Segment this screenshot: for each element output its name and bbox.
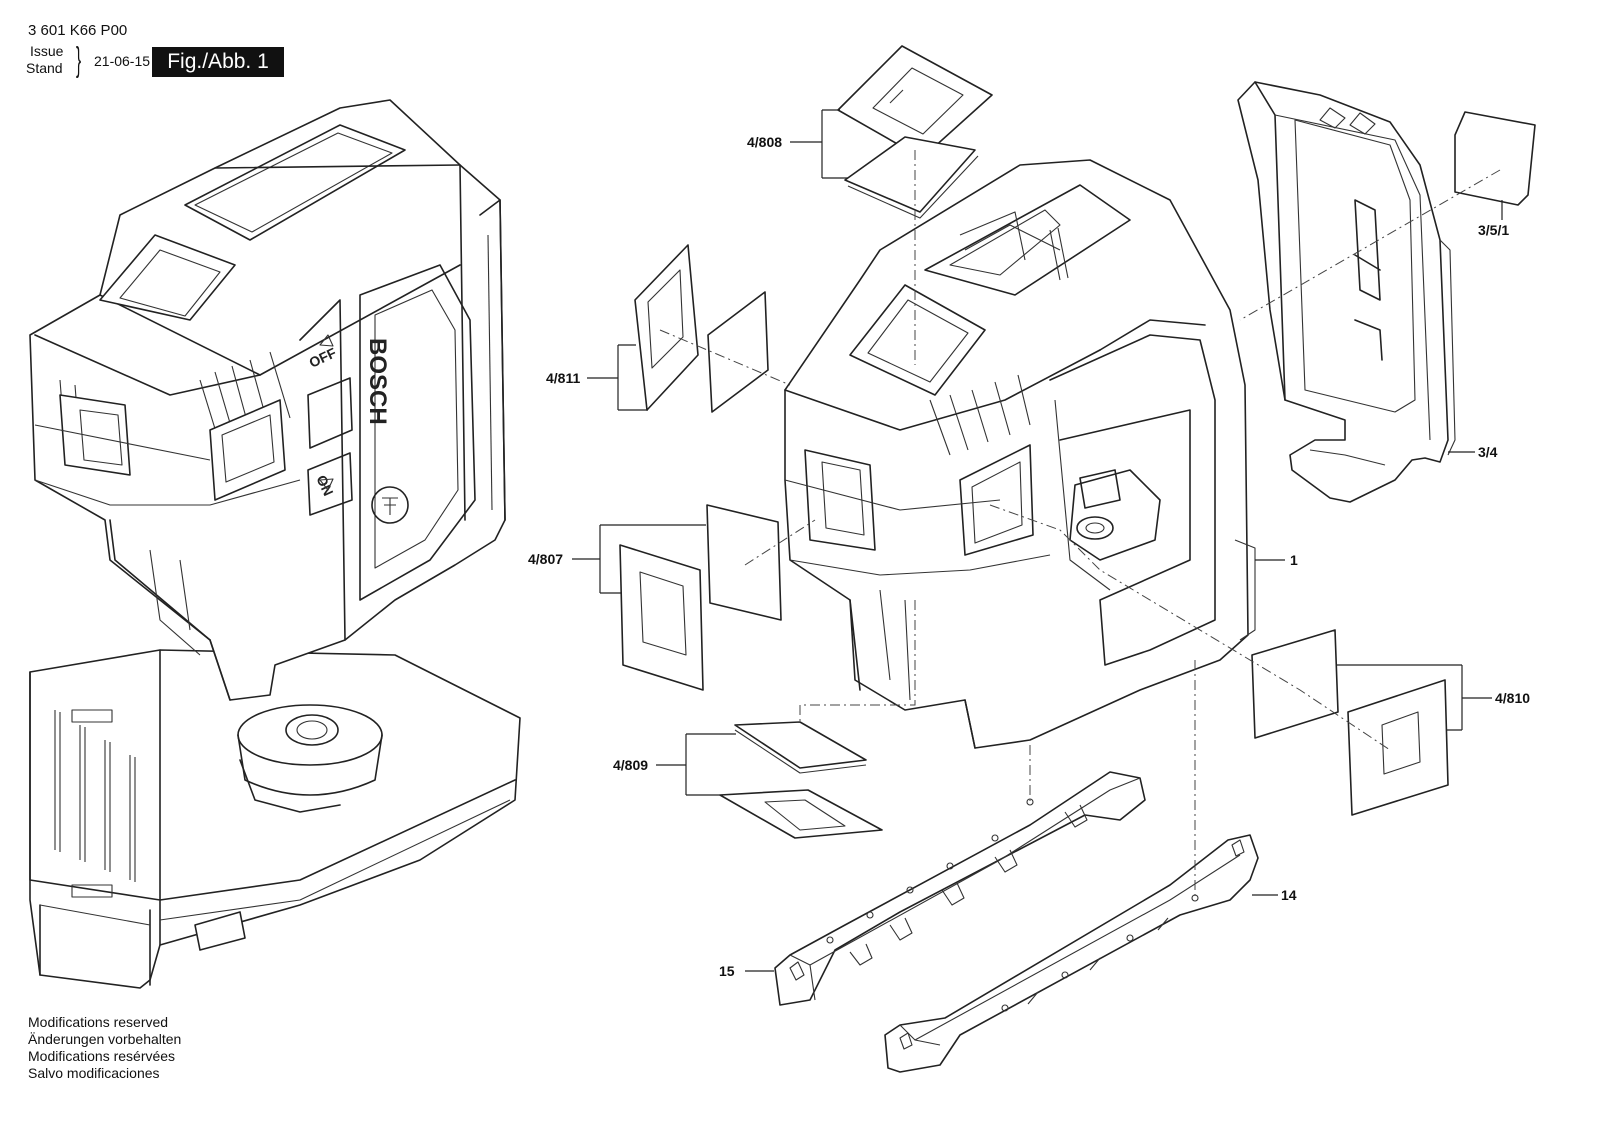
brand-logo-text: BOSCH <box>364 338 391 425</box>
label-1: 1 <box>1290 552 1298 568</box>
label-leaders <box>572 109 1503 972</box>
figure-badge: Fig./Abb. 1 <box>152 47 284 77</box>
label-15: 15 <box>719 963 735 979</box>
modifications-line-fr: Modifications resérvées <box>28 1048 176 1064</box>
issue-label: Issue <box>30 43 64 59</box>
label-3-4: 3/4 <box>1478 444 1498 460</box>
assembled-housing <box>29 99 506 701</box>
label-14: 14 <box>1281 887 1297 903</box>
modifications-line-en: Modifications reserved <box>28 1014 169 1030</box>
assembled-laser-level: BOSCH OFF ON <box>29 99 521 989</box>
part-4-808-window-set <box>837 45 993 219</box>
modifications-line-es: Salvo modificaciones <box>28 1065 160 1081</box>
part-4-811-window-set <box>634 244 769 413</box>
label-4-808: 4/808 <box>747 134 782 150</box>
label-4-809: 4/809 <box>613 757 648 773</box>
part-3-4-cover <box>1237 81 1456 503</box>
label-4-811: 4/811 <box>546 370 580 386</box>
label-4-807: 4/807 <box>528 551 563 567</box>
part-14-rail <box>884 834 1259 1073</box>
document-number: 3 601 K66 P00 <box>28 22 128 39</box>
modifications-line-de: Änderungen vorbehalten <box>28 1031 182 1047</box>
part-15-rail <box>774 771 1146 1006</box>
assembly-axis-lines <box>659 150 1501 900</box>
label-4-810: 4/810 <box>1495 690 1530 706</box>
part-4-810-window-set <box>1251 629 1449 816</box>
issue-date: 21-06-15 <box>94 53 151 69</box>
label-3-5-1: 3/5/1 <box>1478 222 1509 238</box>
off-arrow-icon <box>319 334 334 347</box>
part-3-5-1-lens <box>1454 111 1536 206</box>
on-arrow-icon <box>319 478 334 491</box>
modifications-notice: Modifications reserved Änderungen vorbeh… <box>28 1014 181 1082</box>
stand-label: Stand <box>26 60 63 76</box>
brace-glyph: } <box>76 41 82 79</box>
part-1-housing <box>784 159 1256 749</box>
part-4-809-window-set <box>719 721 883 839</box>
assembled-base <box>29 649 521 989</box>
part-4-807-window-set <box>619 504 782 691</box>
